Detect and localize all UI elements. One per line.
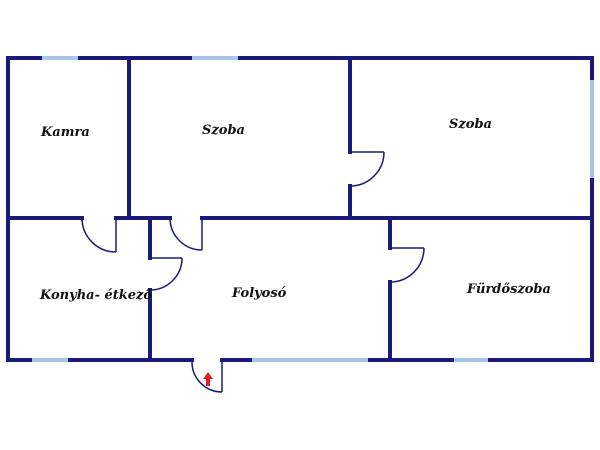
room-label-furdoszoba: Fürdőszoba: [467, 282, 551, 297]
room-label-szoba-right: Szoba: [449, 117, 492, 132]
door-furdoszoba[interactable]: [389, 247, 425, 283]
door-konyha[interactable]: [149, 257, 183, 291]
entrance-arrow-icon: [203, 372, 213, 386]
door-szoba-right[interactable]: [349, 151, 385, 187]
room-label-kamra: Kamra: [41, 125, 90, 140]
room-label-konyha: Konyha- étkező: [40, 288, 153, 303]
door-entrance[interactable]: [191, 360, 223, 393]
room-label-folyoso: Folyosó: [232, 286, 287, 301]
room-label-szoba-left: Szoba: [202, 123, 245, 138]
door-szoba-left[interactable]: [169, 217, 203, 251]
door-kamra[interactable]: [81, 217, 117, 253]
